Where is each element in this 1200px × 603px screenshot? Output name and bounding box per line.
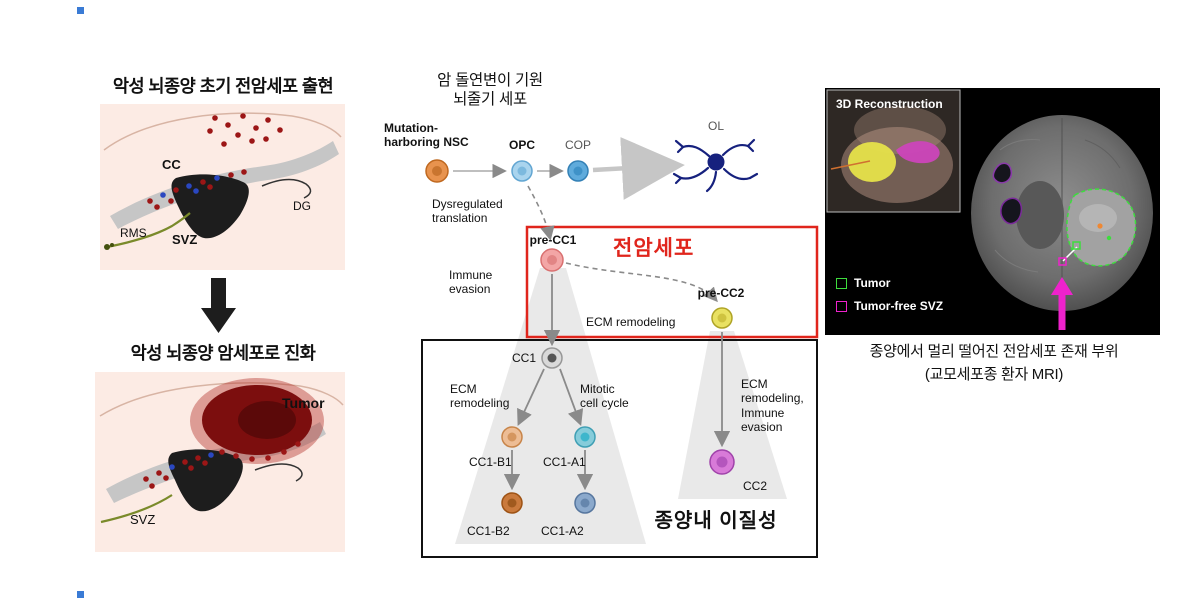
cell-pre-cc2	[711, 307, 733, 329]
label-dysregulated-translation: Dysregulated translation	[432, 197, 503, 226]
label-cc1: CC1	[512, 351, 537, 365]
cell-cc1-a1	[574, 426, 596, 448]
label-ol: OL	[707, 119, 724, 133]
label-nsc: Mutation- harboring NSC	[384, 121, 469, 150]
cell-cc1-a2	[574, 492, 596, 514]
heterogeneity-box	[421, 339, 818, 558]
3d-reconstruction-inset	[826, 89, 961, 213]
precancer-box	[525, 225, 819, 339]
label-pre-cc2: pre-CC2	[697, 286, 745, 300]
cell-nsc	[425, 159, 449, 183]
label-intratumoral-heterogeneity: 종양내 이질성	[654, 510, 778, 532]
selection-handle-top-left[interactable]	[76, 6, 85, 15]
cell-ol	[672, 138, 759, 193]
cell-cc2	[709, 449, 735, 475]
svz-pointer-arrow	[1051, 277, 1073, 330]
label-immune-evasion: Immune evasion	[449, 268, 493, 297]
label-cc2: CC2	[743, 479, 768, 493]
cell-cc1	[541, 347, 563, 369]
cell-cc1-b2	[501, 492, 523, 514]
label-cc: CC	[162, 157, 181, 172]
cell-cop	[567, 160, 589, 182]
label-cc1-a1: CC1-A1	[543, 455, 586, 469]
brain-diagram-tumor	[95, 372, 345, 552]
label-cc1-b2: CC1-B2	[467, 524, 510, 538]
svz-legend-swatch	[836, 300, 847, 312]
progression-arrow	[201, 278, 236, 333]
cancer-cell-dots	[143, 441, 301, 489]
label-ecm-remodeling-2: ECM remodeling	[450, 382, 510, 411]
cell-opc	[511, 160, 533, 182]
label-svz-bottom: SVZ	[130, 512, 156, 527]
title-evolved-cancer: 악성 뇌종양 암세포로 진화	[130, 343, 316, 363]
brain-diagram-early	[100, 104, 345, 270]
precancer-cell-dots-band	[147, 169, 247, 210]
label-3d-reconstruction: 3D Reconstruction	[836, 97, 943, 111]
label-cop: COP	[564, 138, 591, 152]
legend-item-tumor: Tumor	[836, 276, 890, 290]
selection-handle-bottom-left[interactable]	[76, 590, 85, 599]
label-cc1-b1: CC1-B1	[469, 455, 512, 469]
middle-title: 암 돌연변이 기원 뇌줄기 세포	[437, 72, 543, 108]
label-rms: RMS	[120, 226, 147, 240]
legend-item-tumor-free-svz: Tumor-free SVZ	[836, 299, 943, 313]
label-precancer-cells: 전암세포	[613, 237, 695, 260]
title-early-precancer: 악성 뇌종양 초기 전암세포 출현	[112, 76, 334, 96]
mri-caption: 종양에서 멀리 떨어진 전암세포 존재 부위 (교모세포종 환자 MRI)	[869, 343, 1119, 383]
label-opc: OPC	[508, 138, 535, 152]
mri-panel	[825, 88, 1160, 335]
tumor-legend-swatch	[836, 277, 847, 289]
cell-pre-cc1	[540, 248, 564, 272]
label-ecm-remodeling: ECM remodeling	[586, 315, 676, 329]
svz-legend-label: Tumor-free SVZ	[854, 299, 944, 313]
label-ecm-immune: ECM remodeling, Immune evasion	[741, 377, 804, 435]
lineage-funnel-cc1	[455, 268, 646, 544]
precancer-cell-dots-top	[207, 113, 283, 147]
label-tumor: Tumor	[282, 395, 325, 411]
label-pre-cc1: pre-CC1	[529, 233, 577, 247]
label-svz-top: SVZ	[172, 232, 198, 247]
cell-cc1-b1	[501, 426, 523, 448]
label-mitotic-cell-cycle: Mitotic cell cycle	[580, 382, 629, 411]
label-dg: DG	[293, 199, 311, 213]
label-cc1-a2: CC1-A2	[541, 524, 584, 538]
tumor-legend-label: Tumor	[854, 276, 891, 290]
lineage-funnel-cc2	[678, 331, 787, 499]
